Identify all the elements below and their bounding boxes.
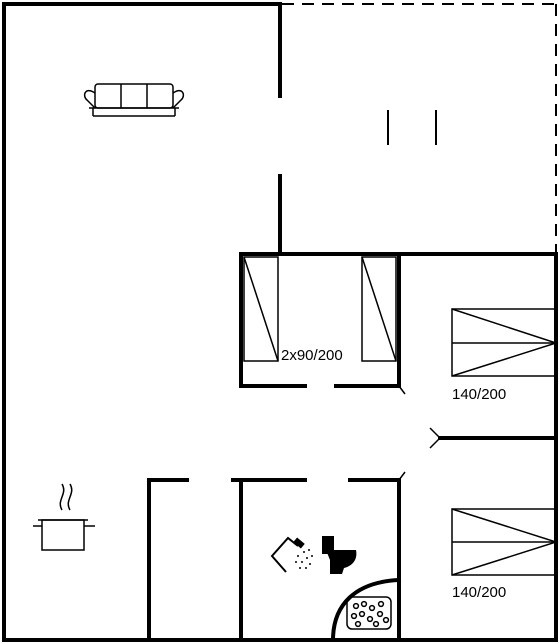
bunk-beds-label: 2x90/200 <box>281 347 343 364</box>
hot-tub-icon <box>330 577 402 643</box>
double-bed-upper <box>451 308 559 377</box>
sofa-icon <box>83 83 185 117</box>
door-swing <box>429 437 441 449</box>
toilet-icon <box>322 536 357 574</box>
bed-lower-label: 140/200 <box>452 584 506 601</box>
interior-walls <box>147 2 558 642</box>
bed-upper-label: 140/200 <box>452 386 506 403</box>
shower-icon <box>270 536 313 573</box>
cooking-pot-icon <box>33 483 95 551</box>
terrace-outline <box>282 3 557 254</box>
door-swing <box>398 471 406 481</box>
bunk-bed-left <box>243 256 279 362</box>
door-swing <box>398 385 406 395</box>
double-bed-lower <box>451 508 559 576</box>
bunk-bed-right <box>361 256 397 362</box>
door-swing <box>429 427 441 439</box>
